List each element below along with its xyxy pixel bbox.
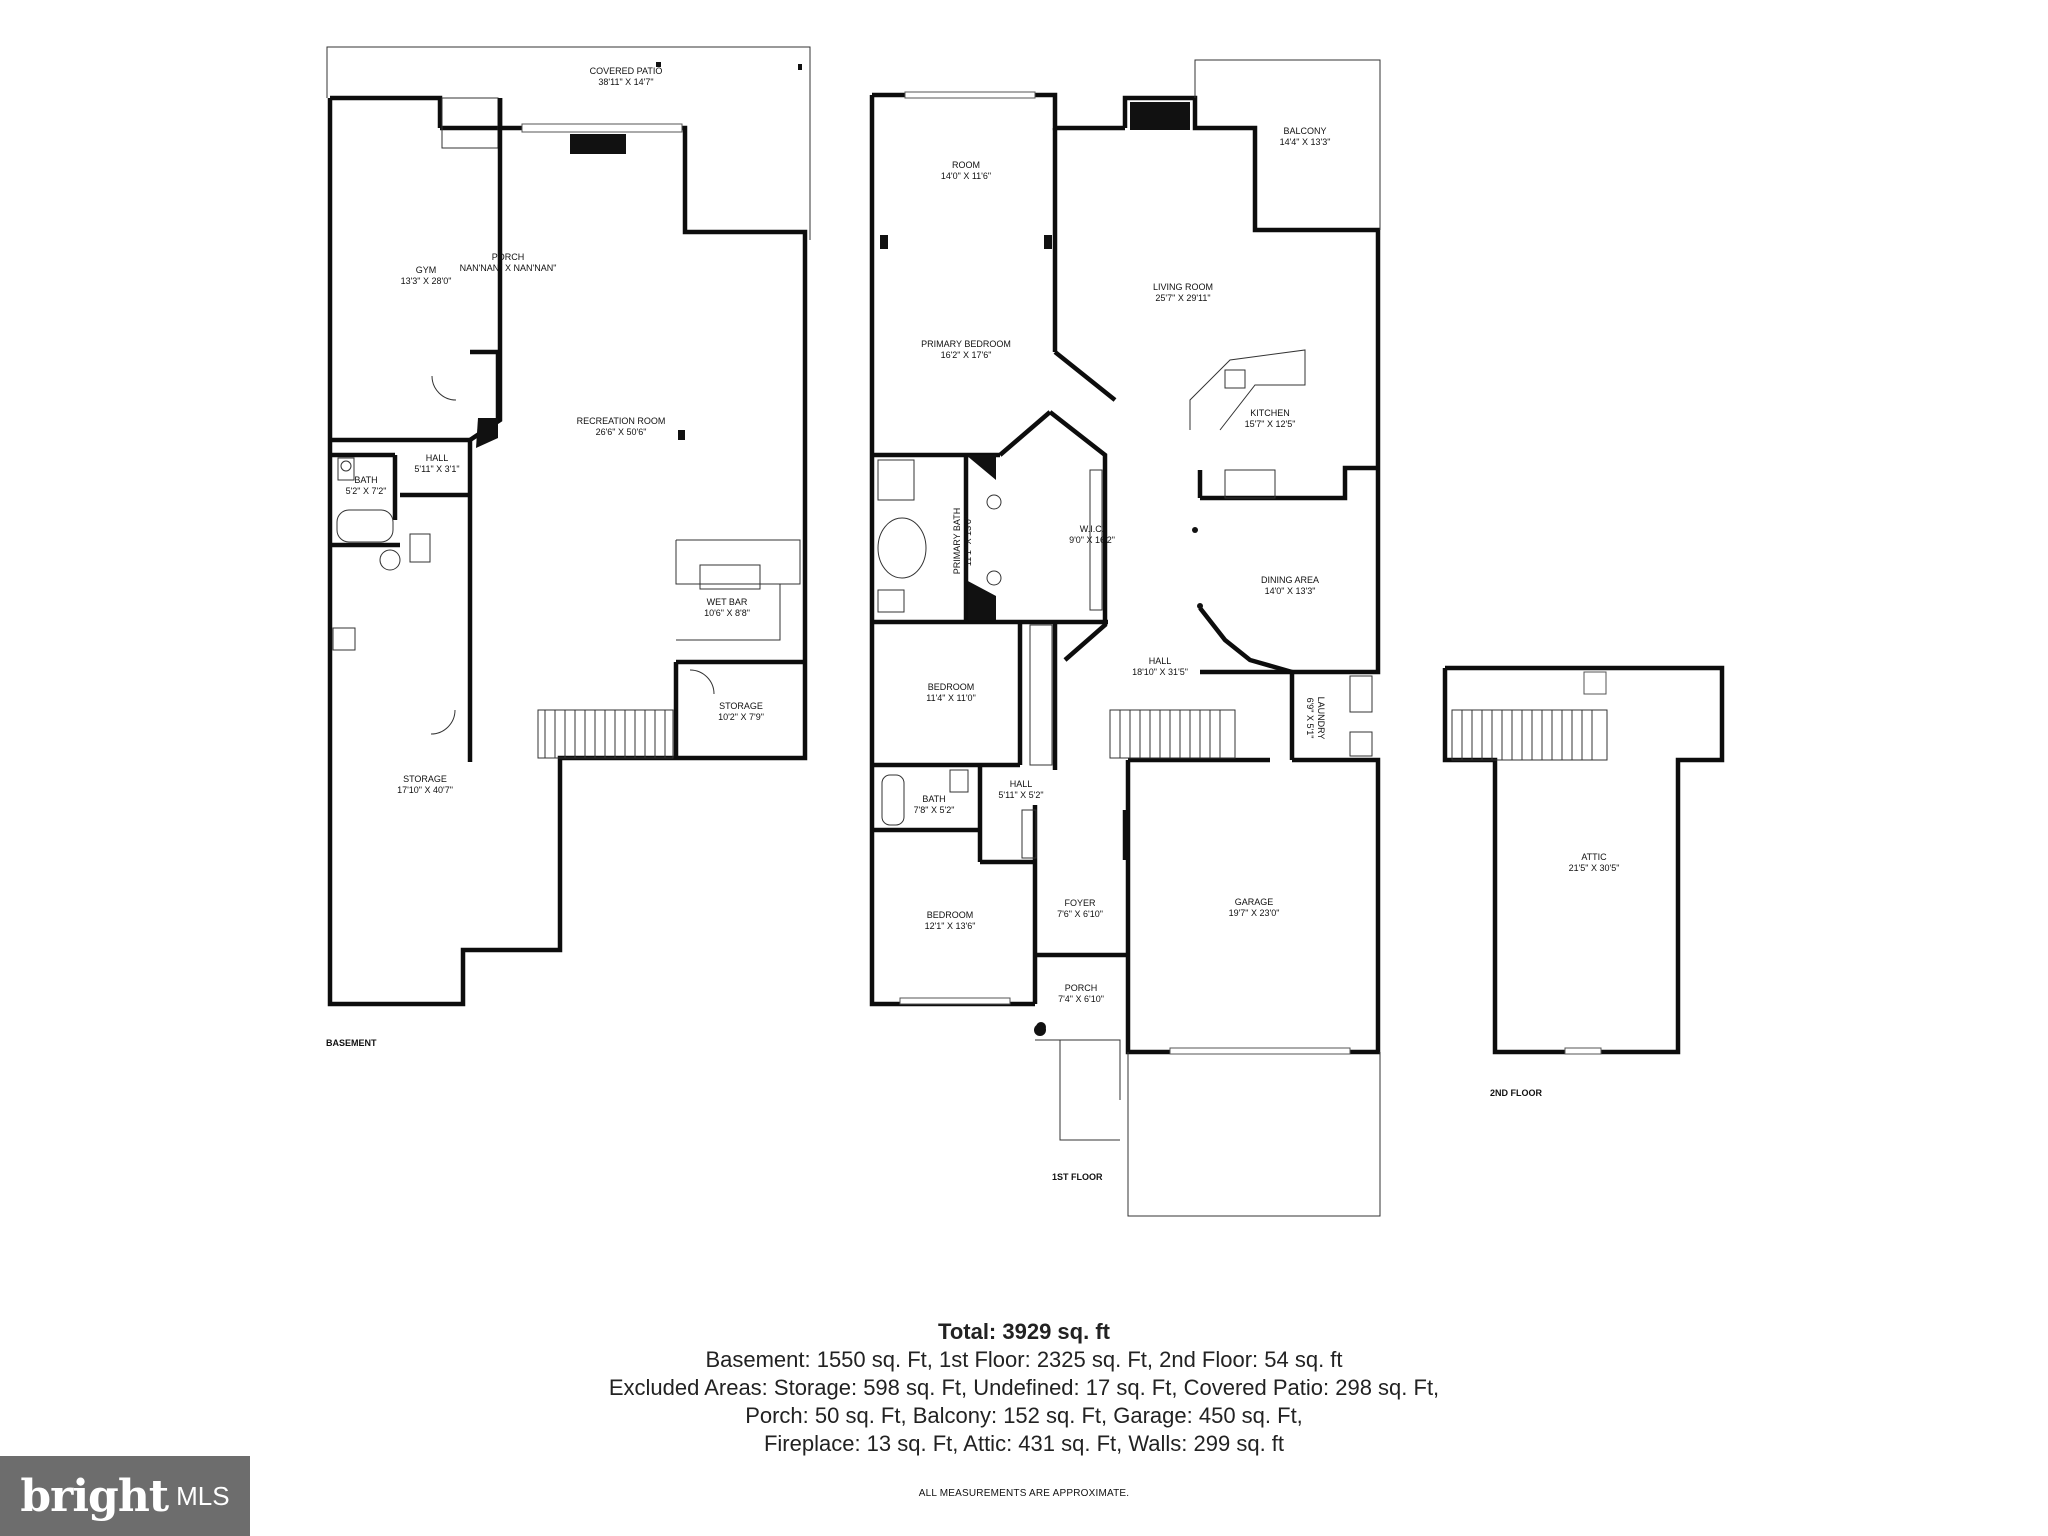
room-name: LIVING ROOM: [1153, 282, 1213, 292]
room-dimensions: 6'9" X 5'1": [1305, 698, 1315, 739]
total-area: Total: 3929 sq. ft: [938, 1319, 1110, 1344]
room-name: ATTIC: [1581, 852, 1607, 862]
room-dimensions: 14'0" X 11'6": [941, 171, 991, 181]
room-dimensions: 14'4" X 13'3": [1280, 137, 1331, 147]
room-name: DINING AREA: [1261, 575, 1319, 585]
room-name: RECREATION ROOM: [577, 416, 666, 426]
measurement-disclaimer: ALL MEASUREMENTS ARE APPROXIMATE.: [918, 1488, 1130, 1499]
room-dimensions: 11'4" X 11'0": [926, 693, 976, 703]
room-name: GARAGE: [1235, 897, 1274, 907]
room-name: ROOM: [952, 160, 980, 170]
room-dimensions: 19'7" X 23'0": [1229, 908, 1280, 918]
room-name: STORAGE: [719, 701, 763, 711]
area-summary: Total: 3929 sq. ft Basement: 1550 sq. Ft…: [0, 1318, 2048, 1458]
room-name: HALL: [1010, 779, 1033, 789]
room-dimensions: 12'1" X 13'6": [925, 921, 976, 931]
room-name: PRIMARY BEDROOM: [921, 339, 1011, 349]
room-dimensions: 16'2" X 17'6": [941, 350, 992, 360]
room-name: GYM: [416, 265, 437, 275]
room-name: KITCHEN: [1250, 408, 1290, 418]
room-name: PRIMARY BATH: [952, 508, 962, 575]
room-dimensions: 11'1" X 13'0": [963, 516, 973, 566]
room-dimensions: 7'6" X 6'10": [1057, 909, 1103, 919]
room-dimensions: 14'0" X 13'3": [1265, 586, 1316, 596]
room-dimensions: 18'10" X 31'5": [1132, 667, 1188, 677]
summary-line-3: Porch: 50 sq. Ft, Balcony: 152 sq. Ft, G…: [745, 1403, 1303, 1428]
room-dimensions: 5'2" X 7'2": [346, 486, 387, 496]
summary-line-1: Basement: 1550 sq. Ft, 1st Floor: 2325 s…: [705, 1347, 1343, 1372]
room-dimensions: 17'10" X 40'7": [397, 785, 453, 795]
room-name: LAUNDRY: [1316, 697, 1326, 740]
floor-label-second: 2ND FLOOR: [1490, 1088, 1543, 1098]
room-dimensions: 13'3" X 28'0": [401, 276, 452, 286]
basement-plan: [326, 46, 811, 1007]
first-floor-plan: [869, 59, 1381, 1217]
room-name: BALCONY: [1283, 126, 1326, 136]
room-name: COVERED PATIO: [590, 66, 663, 76]
room-name: HALL: [426, 453, 449, 463]
room-name: STORAGE: [403, 774, 447, 784]
room-dimensions: 5'11" X 3'1": [414, 464, 459, 474]
floor-label-basement: BASEMENT: [326, 1038, 377, 1048]
room-dimensions: 7'4" X 6'10": [1058, 994, 1104, 1004]
second-floor-plan: [1442, 665, 1725, 1055]
room-name: WET BAR: [707, 597, 748, 607]
room-name: BEDROOM: [928, 682, 975, 692]
room-dimensions: 10'2" X 7'9": [718, 712, 764, 722]
room-name: HALL: [1149, 656, 1172, 666]
room-dimensions: 38'11" X 14'7": [598, 77, 653, 87]
summary-line-4: Fireplace: 13 sq. Ft, Attic: 431 sq. Ft,…: [763, 1431, 1285, 1456]
room-dimensions: 25'7" X 29'11": [1155, 293, 1210, 303]
room-dimensions: NAN'NAN" X NAN'NAN": [460, 263, 557, 273]
room-dimensions: 9'0" X 16'2": [1069, 535, 1115, 545]
room-name: W.I.C.: [1080, 524, 1105, 534]
room-dimensions: 10'6" X 8'8": [704, 608, 750, 618]
room-dimensions: 21'5" X 30'5": [1569, 863, 1620, 873]
room-dimensions: 26'6" X 50'6": [596, 427, 647, 437]
floor-label-first: 1ST FLOOR: [1052, 1172, 1103, 1182]
room-name: BATH: [354, 475, 377, 485]
room-name: FOYER: [1064, 898, 1096, 908]
room-dimensions: 7'8" X 5'2": [914, 805, 955, 815]
room-name: BATH: [922, 794, 945, 804]
logo-text: bright: [20, 1470, 169, 1522]
summary-line-2: Excluded Areas: Storage: 598 sq. Ft, Und…: [608, 1375, 1440, 1400]
room-name: PORCH: [492, 252, 525, 262]
room-label-w-i-c-: W.I.C.9'0" X 16'2": [1069, 524, 1115, 545]
room-dimensions: 15'7" X 12'5": [1245, 419, 1296, 429]
room-dimensions: 5'11" X 5'2": [998, 790, 1043, 800]
logo-suffix: MLS: [176, 1480, 230, 1511]
room-name: BEDROOM: [927, 910, 974, 920]
bright-mls-logo: bright MLS: [0, 1456, 250, 1536]
room-name: PORCH: [1065, 983, 1098, 993]
